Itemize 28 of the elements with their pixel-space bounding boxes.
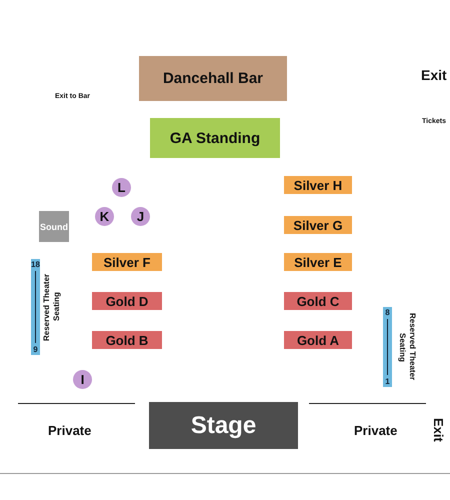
theater-seating-bar	[383, 307, 392, 387]
row-number: 1	[384, 377, 391, 386]
section-label: Reserved Theater Seating	[42, 272, 62, 343]
table-circle: K	[95, 207, 114, 226]
sound-booth: Sound	[39, 211, 69, 242]
table-circle: J	[131, 207, 150, 226]
seating-section: Gold A	[284, 331, 352, 349]
exit-label: Exit	[421, 67, 447, 83]
area-label: Private	[354, 423, 398, 438]
seating-section: Silver E	[284, 253, 352, 271]
seating-section: Silver F	[92, 253, 162, 271]
seating-section: Silver H	[284, 176, 352, 194]
exit-label: Exit	[431, 418, 446, 442]
theater-seating-bar	[31, 259, 40, 355]
bar-area: Dancehall Bar	[139, 56, 287, 101]
stage: Stage	[149, 402, 298, 449]
seating-section: Gold C	[284, 292, 352, 310]
row-number: 18	[31, 260, 40, 269]
seating-section: Silver G	[284, 216, 352, 234]
section-label: Reserved Theater Seating	[397, 312, 417, 383]
standing-area: GA Standing	[150, 118, 280, 158]
row-number: 9	[32, 345, 39, 354]
table-circle: I	[73, 370, 92, 389]
area-label: Private	[48, 423, 92, 438]
table-circle: L	[112, 178, 131, 197]
seating-section: Gold B	[92, 331, 162, 349]
seating-section: Gold D	[92, 292, 162, 310]
row-number: 8	[384, 308, 391, 317]
